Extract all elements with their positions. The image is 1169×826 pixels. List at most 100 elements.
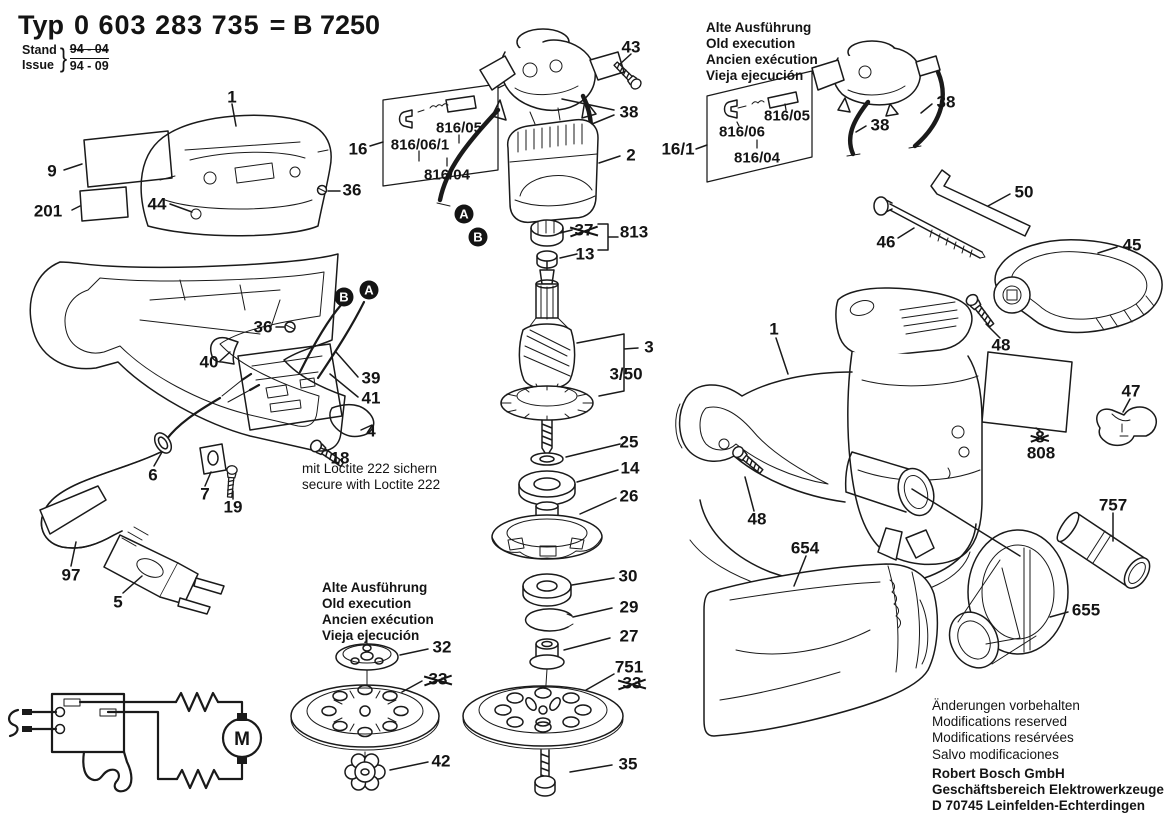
part-label: 813 (619, 222, 649, 242)
part-label: 201 (33, 201, 63, 221)
cord-guard-97 (39, 485, 107, 535)
part-label: 816/06/1 (390, 136, 450, 154)
part-label: 27 (619, 626, 639, 646)
wire-marker-badge: A (359, 280, 379, 300)
housing-lower-frame (29, 253, 346, 452)
part-label: 5 (113, 592, 123, 612)
part-label: 751 (614, 657, 644, 677)
old-pad-kit (290, 629, 440, 791)
old-disc-32 (335, 643, 399, 671)
bag-adapter-655 (948, 529, 1069, 669)
stand-label: Stand (22, 42, 57, 57)
part-label: 37 (574, 220, 594, 240)
part-label: 3/50 (609, 364, 643, 384)
old-pad-33 (290, 684, 440, 751)
legal-note: Änderungen vorbehalten Modifications res… (932, 698, 1080, 762)
old-switch-assembly (811, 40, 941, 117)
type-model: = B 7250 (269, 10, 381, 40)
wire-marker-badge: B (334, 287, 354, 307)
field-coil-2 (175, 768, 221, 790)
screw-36-bottom (284, 321, 296, 333)
screw-36-top (316, 184, 328, 196)
old-date: 94 - 04 (69, 42, 109, 59)
part-label: 38 (619, 102, 639, 122)
cord-assembly (39, 372, 261, 615)
old-field-wire-38a (847, 99, 871, 157)
type-label: Typ (18, 10, 64, 40)
stator-2 (506, 107, 599, 224)
nameplate-8 (981, 351, 1073, 433)
switch-module (210, 300, 375, 471)
cable-clamp-7 (199, 443, 227, 475)
part-label: 2 (626, 145, 636, 165)
brush-clip-old (723, 99, 738, 119)
part-label: 808 (1026, 443, 1056, 463)
part-label: 29 (619, 597, 639, 617)
part-label: 19 (223, 497, 243, 517)
wiring-diagram: M (8, 691, 263, 793)
switch-wire-41 (316, 300, 366, 380)
part-label: 757 (1098, 495, 1128, 515)
part-label: 40 (199, 352, 219, 372)
part-label: 35 (618, 754, 638, 774)
part-label: 46 (876, 232, 896, 252)
page-title: Typ 0 603 283 735 = B 7250 (18, 10, 380, 41)
pad-screw-35 (534, 749, 556, 797)
old-execution-note-center: Alte Ausführung Old execution Ancien exé… (322, 580, 434, 643)
part-label: 33 (622, 673, 642, 693)
part-label: 816/04 (424, 166, 470, 184)
old-field-wire-38b (912, 69, 945, 149)
field-coil-1 (174, 691, 220, 713)
part-label: 42 (431, 751, 451, 771)
part-label: 39 (361, 368, 381, 388)
part-label: 1 (769, 319, 779, 339)
carbon-brush-old (767, 91, 799, 109)
part-label: 816/05 (436, 119, 482, 137)
part-label: 33 (428, 669, 448, 689)
part-label: 6 (148, 465, 158, 485)
armature-3 (500, 260, 594, 457)
wire-marker-badge: B (468, 227, 488, 247)
switch-wire-39 (298, 303, 343, 374)
part-label: 41 (361, 388, 381, 408)
motor-housing (847, 351, 983, 566)
part-label: 38 (936, 92, 956, 112)
part-label: 1 (227, 87, 237, 107)
bushing-27 (529, 638, 565, 670)
part-label: 32 (432, 637, 452, 657)
part-label: 30 (618, 566, 638, 586)
motor-label: M (234, 729, 250, 750)
part-label: 7 (200, 484, 210, 504)
motor-symbol (221, 717, 263, 759)
loctite-note: mit Loctite 222 sichern secure with Loct… (302, 461, 441, 492)
type-number: 0 603 283 735 (74, 10, 260, 40)
part-label: 3 (644, 337, 654, 357)
wire-marker-badge: A (454, 204, 474, 224)
grommet-40 (210, 336, 239, 365)
part-label: 816/06 (719, 123, 765, 141)
part-label: 13 (575, 244, 595, 264)
carbon-brush (445, 95, 477, 113)
hex-key-50 (930, 169, 1031, 237)
part-label: 45 (1122, 235, 1142, 255)
issue-label: Issue (22, 58, 54, 73)
part-label: 816/04 (734, 149, 780, 167)
part-label: 18 (330, 448, 350, 468)
part-label: 47 (1121, 381, 1141, 401)
part-label: 48 (747, 509, 767, 529)
motor-cap (835, 287, 973, 358)
wing-knob-47 (1096, 406, 1157, 447)
dust-bag-654 (703, 527, 939, 737)
brace-glyph: } (59, 42, 67, 73)
info-plate-201 (79, 186, 129, 222)
grommet-6 (153, 432, 173, 454)
drivetrain (462, 219, 624, 797)
old-execution-note-top-right: Alte Ausführung Old execution Ancien exé… (706, 20, 818, 83)
part-label: 50 (1014, 182, 1034, 202)
bearing-flange-assembly (479, 28, 644, 121)
part-label: 4 (366, 421, 376, 441)
dust-outlet (844, 451, 935, 517)
housing-upper-shell (140, 114, 332, 237)
part-label: 36 (253, 317, 273, 337)
